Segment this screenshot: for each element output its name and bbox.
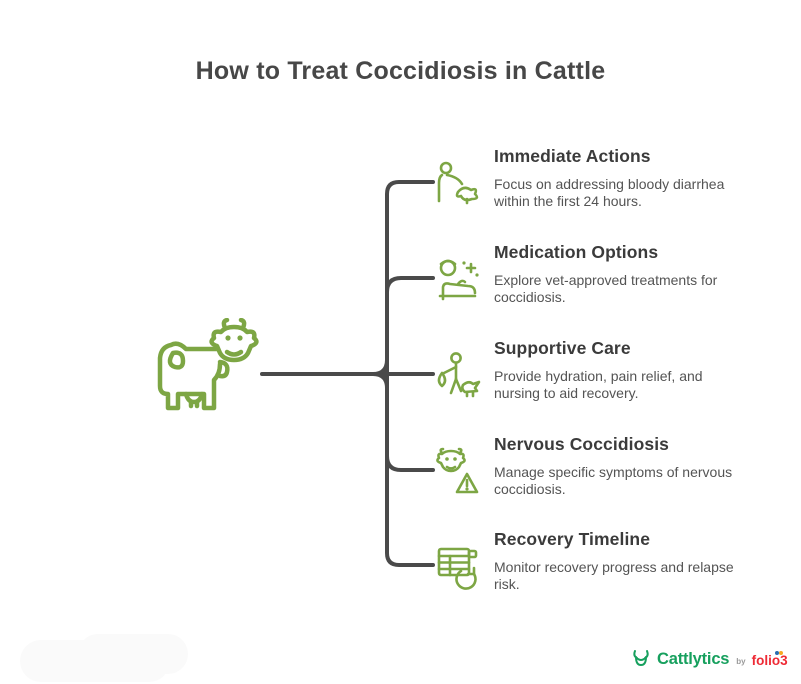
- cow-warning-icon: [436, 447, 479, 494]
- item-supportive-care: Supportive Care Provide hydration, pain …: [494, 338, 754, 402]
- item-title: Medication Options: [494, 242, 659, 262]
- item-description: Provide hydration, pain relief, and nurs…: [494, 368, 703, 401]
- timeline-refresh-icon: [437, 547, 478, 590]
- watermark-blob: [78, 634, 188, 674]
- item-title: Recovery Timeline: [494, 529, 651, 549]
- item-description: Manage specific symptoms of nervous cocc…: [494, 464, 733, 497]
- item-description: Explore vet-approved treatments for cocc…: [494, 272, 718, 305]
- item-medication-options: Medication Options Explore vet-approved …: [494, 242, 754, 306]
- brand-byline: by: [736, 656, 746, 666]
- item-title: Immediate Actions: [494, 146, 651, 166]
- folio3-dot-orange: [778, 651, 783, 655]
- cattlytics-cowhead-icon: [633, 650, 649, 666]
- farmer-checking-calf-icon: [437, 161, 479, 205]
- item-immediate-actions: Immediate Actions Focus on addressing bl…: [494, 146, 754, 210]
- page-title: How to Treat Coccidiosis in Cattle: [195, 56, 606, 85]
- footer-brand[interactable]: Cattlytics by folio3: [631, 649, 788, 669]
- vet-treatment-icon: [438, 259, 479, 301]
- brand-name: Cattlytics: [657, 649, 730, 668]
- item-recovery-timeline: Recovery Timeline Monitor recovery progr…: [494, 529, 754, 593]
- company-name: folio3: [751, 651, 788, 668]
- item-title: Supportive Care: [494, 338, 631, 358]
- item-description: Focus on addressing bloody diarrhea with…: [494, 176, 725, 209]
- item-title: Nervous Coccidiosis: [494, 434, 670, 454]
- hydration-care-icon: [437, 352, 481, 398]
- item-description: Monitor recovery progress and relapse ri…: [494, 559, 734, 592]
- cow-icon: [157, 318, 259, 411]
- item-nervous-coccidiosis: Nervous Coccidiosis Manage specific symp…: [494, 434, 754, 498]
- folio3-dot-blue: [774, 651, 779, 655]
